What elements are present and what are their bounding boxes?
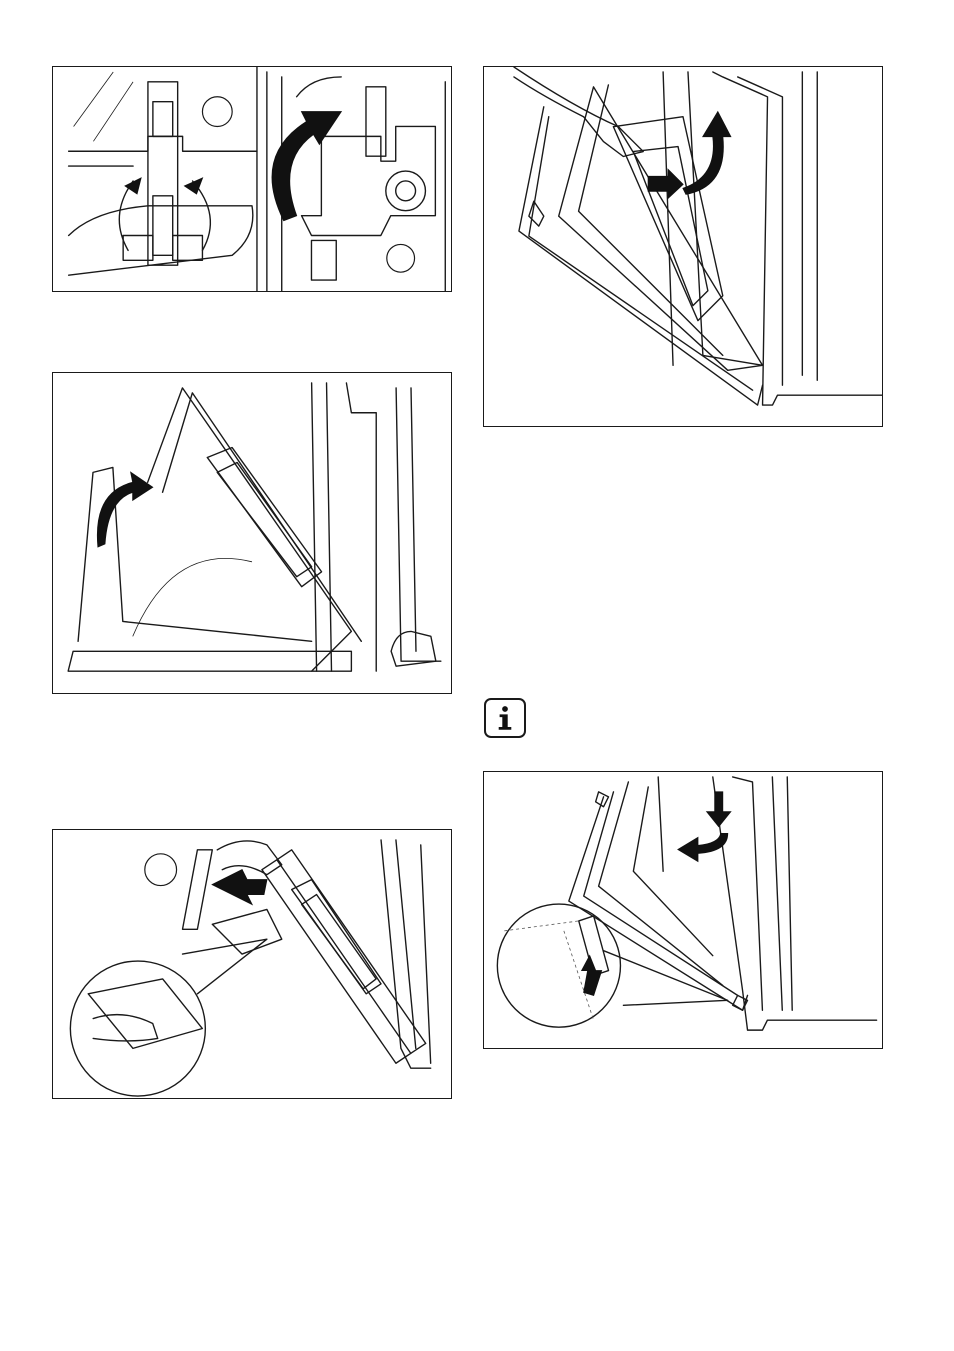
- glass-panel-remove-illustration: [484, 67, 882, 426]
- hinge-release-illustration: [53, 67, 451, 291]
- door-remove-illustration: [53, 830, 451, 1098]
- door-close-illustration: [53, 373, 451, 693]
- figure-door-remove: [52, 829, 452, 1099]
- figure-door-lift: [52, 372, 452, 694]
- figure-hinge-release: [52, 66, 452, 292]
- glass-panel-install-illustration: [484, 772, 882, 1048]
- figure-glass-panel-install: [483, 771, 883, 1049]
- figure-glass-panel-lift: [483, 66, 883, 427]
- info-icon: [484, 698, 526, 738]
